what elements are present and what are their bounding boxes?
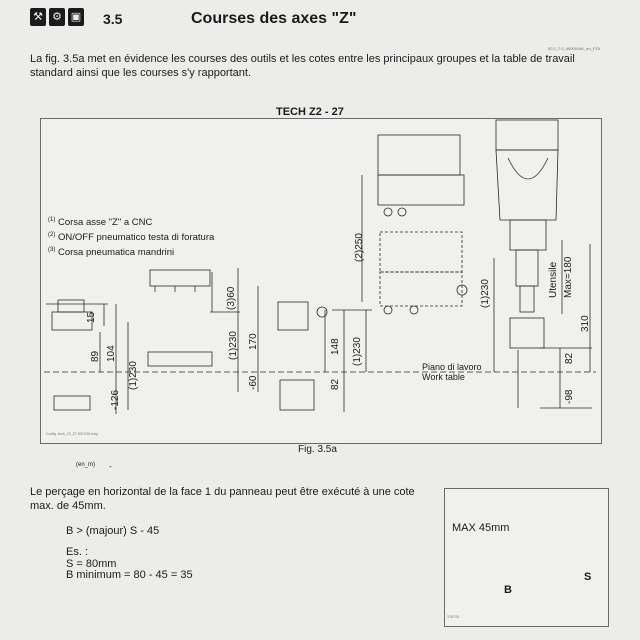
dim-104: 104: [106, 345, 117, 362]
figure-title: TECH Z2 - 27: [272, 106, 348, 118]
example-block: Es. : S = 80mm B minimum = 80 - 45 = 35: [66, 546, 193, 581]
dim-230a: (1)230: [128, 361, 139, 390]
dim-126: -126: [110, 390, 121, 410]
tool-icon: ⚒: [30, 8, 46, 26]
dim-max180: Max=180: [563, 256, 574, 298]
side-figure-frame: [444, 488, 609, 627]
legend-item-3: (3) Corsa pneumatica mandrini: [48, 247, 175, 259]
dim-230b: (1)230: [228, 331, 239, 360]
dim-60a: (3)60: [226, 286, 237, 310]
wrench-icon: ⚙: [49, 8, 65, 26]
figure-frame: [40, 118, 602, 444]
dim-82b: 82: [564, 352, 575, 364]
formula: B > (majour) S - 45: [66, 525, 160, 537]
section-number: 3.5: [103, 11, 123, 27]
dim-230c: (1)230: [352, 337, 363, 366]
b-label: B: [504, 584, 512, 596]
figure-caption: Fig. 3.5a: [298, 444, 337, 455]
s-label: S: [584, 571, 592, 583]
max-label: MAX 45mm: [452, 522, 510, 534]
intro-paragraph: La fig. 3.5a met en évidence les courses…: [30, 53, 575, 79]
work-table-label: Piano di lavoro Work table: [422, 362, 482, 382]
figure-legend: (1) Corsa asse "Z" a CNC (2) ON/OFF pneu…: [48, 214, 214, 259]
dim-89: 89: [90, 350, 101, 362]
dim-98: -98: [564, 389, 575, 404]
figure-note: Config. tech_Z2_27 2007/06.dwg: [46, 432, 98, 436]
dim-utensile: Utensile: [548, 261, 559, 298]
legend-item-1: (1) Corsa asse "Z" a CNC: [48, 217, 153, 229]
footnote-marker: (en_m): [76, 462, 96, 468]
footnote-dash: -: [109, 462, 112, 471]
side-figure-note: 3.SFG5: [447, 615, 460, 619]
doc-reference: 00.2_7.0_4000014K_en_FZ0: [548, 46, 601, 51]
dim-15: 15: [86, 311, 97, 323]
section-title: Courses des axes "Z": [191, 10, 357, 27]
header-icons: ⚒ ⚙ ▣: [30, 8, 84, 26]
body-paragraph: Le perçage en horizontal de la face 1 du…: [30, 486, 415, 512]
dim-230d: (1)230: [480, 279, 491, 308]
dim-250: (2)250: [354, 233, 365, 262]
dim-82a: 82: [330, 378, 341, 390]
legend-item-2: (2) ON/OFF pneumatico testa di foratura: [48, 232, 215, 244]
machine-icon: ▣: [68, 8, 84, 26]
dim-310: 310: [580, 315, 591, 332]
dim-148: 148: [330, 338, 341, 355]
dim-170: 170: [248, 333, 259, 350]
dim-60b: -60: [248, 375, 259, 390]
